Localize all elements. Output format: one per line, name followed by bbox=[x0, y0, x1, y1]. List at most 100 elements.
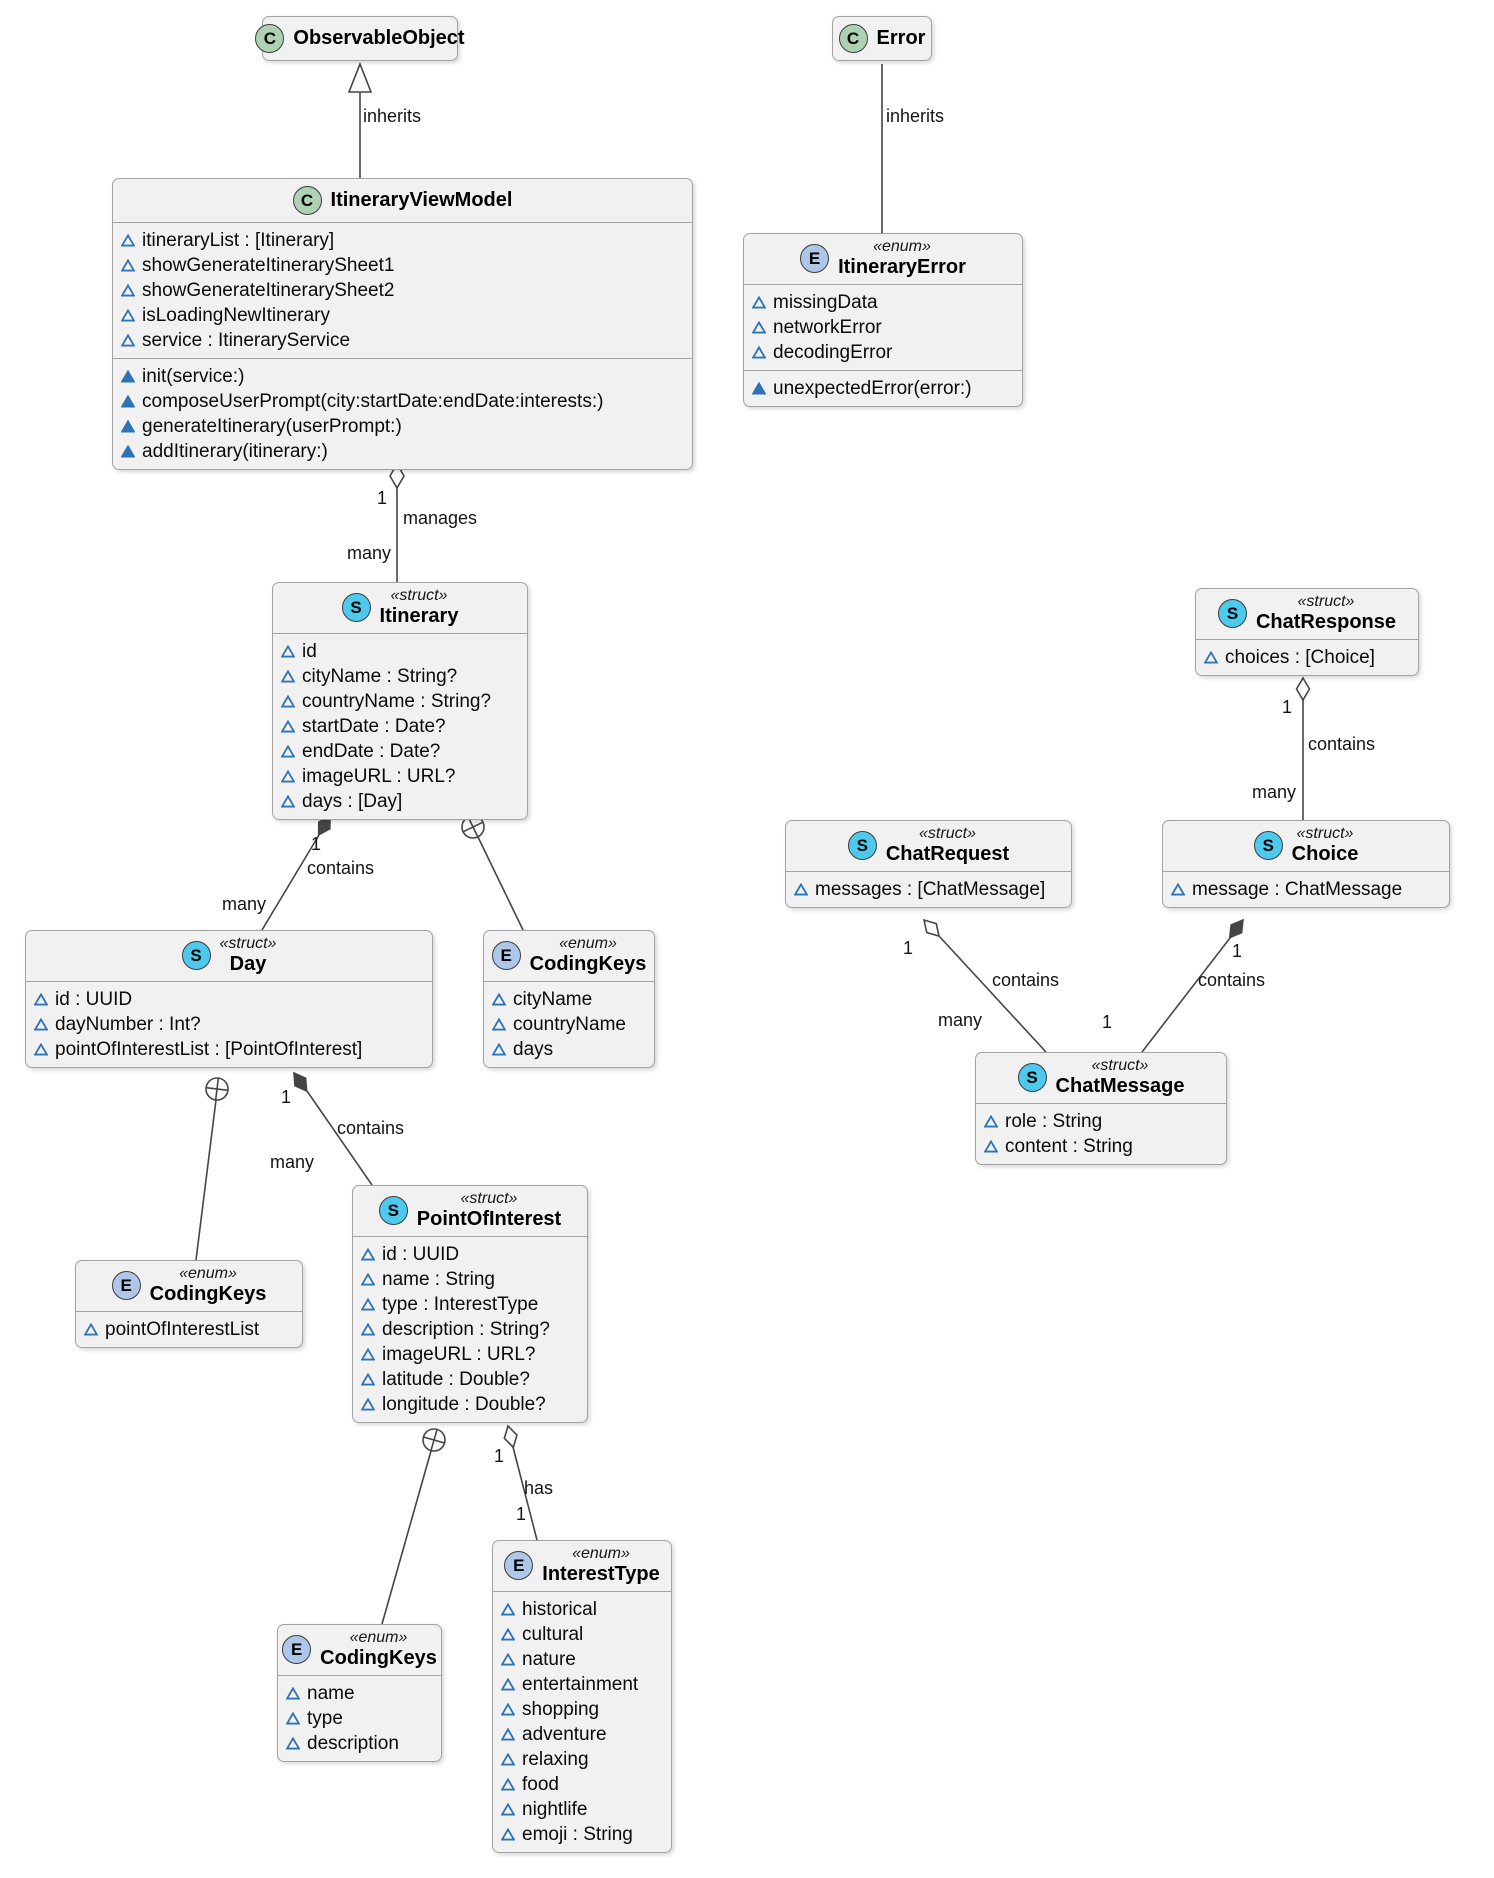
field-row: imageURL : URL? bbox=[281, 764, 519, 789]
class-name: Day bbox=[229, 953, 267, 976]
struct-chatrequest: S «struct» ChatRequest messages : [ChatM… bbox=[785, 820, 1072, 909]
field-triangle-icon bbox=[1204, 651, 1218, 664]
field-triangle-icon bbox=[794, 883, 808, 896]
field-triangle-icon bbox=[501, 1778, 515, 1791]
edge-mult: many bbox=[270, 1152, 315, 1172]
member-text: latitude : Double? bbox=[382, 1369, 530, 1391]
field-row: messages : [ChatMessage] bbox=[794, 877, 1063, 902]
enum-spot-icon: E bbox=[282, 1635, 312, 1665]
field-triangle-icon bbox=[501, 1753, 515, 1766]
class-itineraryviewmodel: C ItineraryViewModel itineraryList : [It… bbox=[112, 178, 693, 470]
method-triangle-icon bbox=[121, 370, 135, 383]
class-name: PointOfInterest bbox=[416, 1208, 562, 1231]
member-text: addItinerary(itinerary:) bbox=[142, 441, 328, 462]
member-text: missingData bbox=[773, 292, 878, 314]
member-text: cityName bbox=[513, 989, 593, 1011]
stereotype: «enum» bbox=[873, 238, 931, 255]
spot-letter: C bbox=[263, 28, 277, 48]
field-triangle-icon bbox=[501, 1628, 515, 1641]
edge-label-contains: contains bbox=[307, 858, 375, 878]
field-row: id : UUID bbox=[361, 1242, 579, 1267]
spot-letter: S bbox=[1262, 835, 1274, 855]
stereotype: «struct» bbox=[460, 1190, 518, 1207]
method-row: composeUserPrompt(city:startDate:endDate… bbox=[121, 389, 684, 414]
field-row: historical bbox=[501, 1597, 663, 1622]
spot-letter: S bbox=[1026, 1067, 1038, 1087]
field-triangle-icon bbox=[34, 993, 48, 1006]
field-row: missingData bbox=[752, 290, 1014, 315]
method-row: addItinerary(itinerary:) bbox=[121, 439, 684, 464]
methods-section: unexpectedError(error:) bbox=[744, 370, 1022, 406]
field-triangle-icon bbox=[34, 1043, 48, 1056]
field-row: role : String bbox=[984, 1109, 1218, 1134]
member-text: nature bbox=[522, 1649, 576, 1671]
method-row: unexpectedError(error:) bbox=[752, 376, 1014, 401]
field-triangle-icon bbox=[281, 745, 295, 758]
member-text: startDate : Date? bbox=[302, 716, 446, 738]
enum-codingkeys-day: E «enum» CodingKeys pointOfInterestList bbox=[75, 1260, 303, 1349]
field-triangle-icon bbox=[361, 1348, 375, 1361]
field-row: service : ItineraryService bbox=[121, 328, 684, 353]
field-row: entertainment bbox=[501, 1672, 663, 1697]
field-row: nature bbox=[501, 1647, 663, 1672]
field-triangle-icon bbox=[121, 259, 135, 272]
stereotype: «enum» bbox=[559, 935, 617, 952]
field-row: days : [Day] bbox=[281, 789, 519, 814]
edge-label-has: has bbox=[524, 1478, 554, 1498]
field-row: endDate : Date? bbox=[281, 739, 519, 764]
member-text: adventure bbox=[522, 1724, 607, 1746]
method-triangle-icon bbox=[752, 382, 766, 395]
field-triangle-icon bbox=[361, 1323, 375, 1336]
field-triangle-icon bbox=[361, 1398, 375, 1411]
member-text: showGenerateItinerarySheet1 bbox=[142, 255, 395, 276]
field-triangle-icon bbox=[501, 1803, 515, 1816]
spot-letter: C bbox=[300, 190, 314, 210]
field-triangle-icon bbox=[281, 695, 295, 708]
member-text: imageURL : URL? bbox=[302, 766, 456, 788]
field-row: cityName bbox=[492, 987, 646, 1012]
member-text: message : ChatMessage bbox=[1192, 879, 1403, 901]
field-triangle-icon bbox=[752, 346, 766, 359]
field-triangle-icon bbox=[281, 670, 295, 683]
stereotype: «struct» bbox=[390, 587, 448, 604]
edge-mult: many bbox=[222, 894, 267, 914]
spot-letter: E bbox=[120, 1275, 132, 1295]
field-triangle-icon bbox=[34, 1018, 48, 1031]
struct-spot-icon: S bbox=[1017, 1063, 1047, 1093]
field-triangle-icon bbox=[984, 1115, 998, 1128]
member-text: name : String bbox=[382, 1269, 495, 1291]
class-name: ChatResponse bbox=[1255, 611, 1397, 634]
edge-mult: many bbox=[938, 1010, 983, 1030]
field-triangle-icon bbox=[286, 1737, 300, 1750]
field-triangle-icon bbox=[121, 334, 135, 347]
field-triangle-icon bbox=[984, 1140, 998, 1153]
field-row: dayNumber : Int? bbox=[34, 1012, 424, 1037]
member-text: shopping bbox=[522, 1699, 600, 1721]
class-name: Error bbox=[876, 27, 926, 49]
edge-label-inherits: inherits bbox=[886, 106, 945, 126]
stereotype: «struct» bbox=[919, 825, 976, 842]
field-triangle-icon bbox=[121, 309, 135, 322]
method-triangle-icon bbox=[121, 420, 135, 433]
member-text: pointOfInterestList : [PointOfInterest] bbox=[55, 1039, 363, 1061]
field-row: latitude : Double? bbox=[361, 1367, 579, 1392]
field-triangle-icon bbox=[501, 1828, 515, 1841]
edge-label-inherits: inherits bbox=[363, 106, 422, 126]
field-row: type : InterestType bbox=[361, 1292, 579, 1317]
member-text: service : ItineraryService bbox=[142, 330, 351, 351]
field-triangle-icon bbox=[286, 1687, 300, 1700]
class-error: C Error bbox=[832, 16, 932, 61]
class-name: CodingKeys bbox=[149, 1283, 267, 1306]
member-text: countryName bbox=[513, 1014, 626, 1036]
class-title: S «struct» ChatMessage bbox=[976, 1053, 1226, 1103]
member-text: days : [Day] bbox=[302, 791, 403, 813]
field-row: cityName : String? bbox=[281, 664, 519, 689]
struct-spot-icon: S bbox=[847, 831, 877, 861]
class-name: CodingKeys bbox=[320, 1647, 437, 1670]
